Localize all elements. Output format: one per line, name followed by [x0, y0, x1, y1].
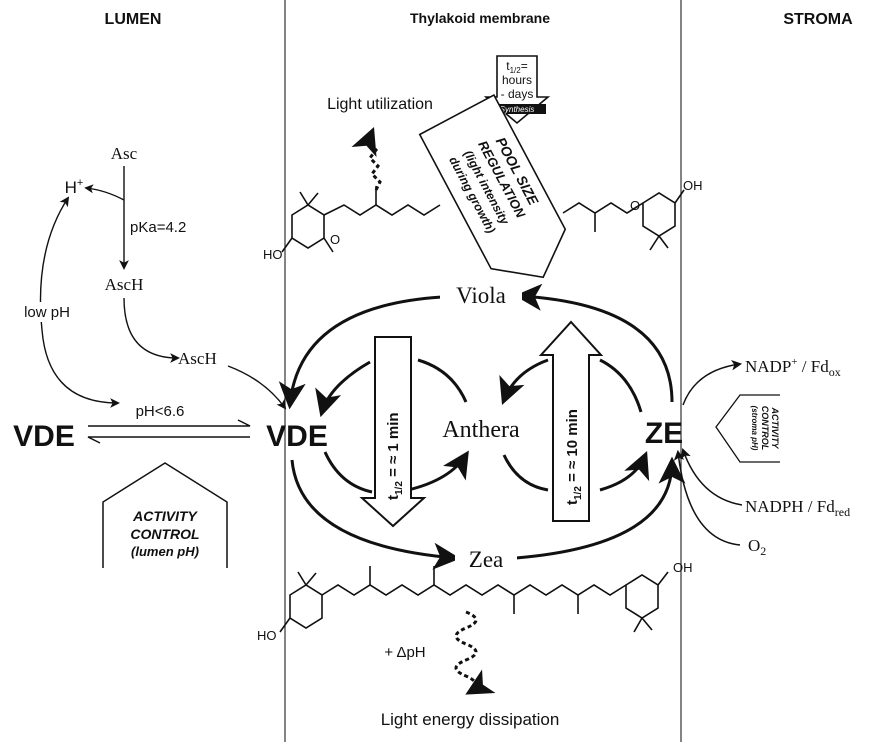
arrow-ze-to-nadp: [682, 359, 743, 406]
molecule-oh-right: OH: [683, 178, 703, 193]
header-stroma: STROMA: [783, 11, 853, 28]
half-time-fast-label: t1/2 = ≈ 1 min: [385, 412, 405, 500]
synthesis-line3: - days: [501, 87, 534, 101]
arrow-asch-to-asch: [123, 297, 180, 363]
label-asc: Asc: [111, 144, 138, 163]
enzyme-ze: ZE: [645, 417, 683, 450]
label-o2: O2: [748, 536, 766, 558]
half-time-slow-label: t1/2 = ≈ 10 min: [564, 409, 584, 505]
violaxanthin-structure: [281, 186, 685, 253]
arrow-viola-inner: [315, 360, 371, 418]
activity-lumen-line1: ACTIVITY: [132, 508, 198, 524]
arrow-viola-to-vde: [278, 295, 443, 410]
activity-lumen-line3: (lumen pH): [131, 544, 199, 559]
label-asch-2: AscH: [178, 349, 217, 368]
pool-size-regulation-box: POOL SIZE REGULATION (light intensity du…: [418, 93, 567, 279]
arrow-anthera-to-ze-inner: [502, 455, 645, 492]
activity-stroma-line2: CONTROL: [760, 406, 770, 451]
arrow-light-utilization: [351, 126, 382, 191]
arrow-o2-to-ze: [673, 449, 741, 546]
synthesis-line4: Synthesis: [500, 105, 535, 114]
arrow-anthera-to-inner: [417, 358, 468, 403]
synthesis-line1: t1/2=: [506, 59, 527, 75]
half-time-fast-arrow: [359, 336, 427, 528]
arrow-vde-to-zea: [290, 459, 461, 570]
label-nadp-fd-ox: NADP+ / Fdox: [745, 356, 841, 379]
molecule-epoxy-o-right: O: [630, 198, 640, 213]
activity-stroma-line3: (stroma pH): [750, 406, 759, 451]
arrow-zea-to-ze: [515, 456, 686, 560]
arrow-low-ph-loop: [39, 196, 120, 408]
label-ph-threshold: pH<6.6: [136, 403, 185, 420]
equilibrium-arrow-forward: [88, 419, 251, 427]
arrow-light-energy-dissipation: [454, 610, 496, 695]
outcome-light-energy-dissipation: Light energy dissipation: [381, 710, 560, 729]
header-lumen: LUMEN: [105, 11, 162, 28]
arrow-anthera-to-viola-inner: [499, 358, 549, 406]
equilibrium-arrow-back: [87, 436, 250, 444]
zeaxanthin-structure: [279, 566, 669, 633]
label-nadph-fd-red: NADPH / Fdred: [745, 497, 850, 519]
arrow-nadph-to-ze: [680, 448, 743, 506]
outcome-light-utilization: Light utilization: [327, 96, 433, 113]
half-time-slow-arrow: [538, 320, 604, 522]
label-h-plus: H+: [65, 177, 84, 197]
activity-stroma-line1: ACTIVITY: [770, 406, 780, 449]
arrow-ze-inner-to-anthera: [599, 358, 643, 413]
molecule-ho-zea: HO: [257, 628, 277, 643]
arrow-ze-to-viola: [514, 283, 674, 403]
label-asch-1: AscH: [105, 275, 144, 294]
header-membrane: Thylakoid membrane: [410, 10, 550, 26]
synthesis-line2: hours: [502, 73, 532, 87]
molecule-ho-left: HO: [263, 247, 283, 262]
pigment-zea: Zea: [469, 547, 503, 572]
label-pka: pKa=4.2: [130, 219, 186, 236]
arrow-asch-to-vde: [227, 365, 287, 410]
molecule-epoxy-o-left: O: [330, 232, 340, 247]
activity-control-lumen-box: [102, 462, 228, 568]
pigment-viola: Viola: [456, 283, 506, 308]
activity-control-stroma-box: [715, 394, 780, 463]
arrow-asc-to-h: [84, 184, 125, 201]
label-low-ph: low pH: [24, 304, 70, 321]
arrow-inner-to-anthera: [323, 452, 466, 494]
molecule-oh-zea: OH: [673, 560, 693, 575]
enzyme-vde-right: VDE: [266, 420, 328, 453]
enzyme-vde-left: VDE: [13, 420, 75, 453]
pigment-anthera: Anthera: [442, 417, 520, 443]
activity-lumen-line2: CONTROL: [130, 526, 199, 542]
label-delta-ph: + ΔpH: [384, 644, 425, 661]
